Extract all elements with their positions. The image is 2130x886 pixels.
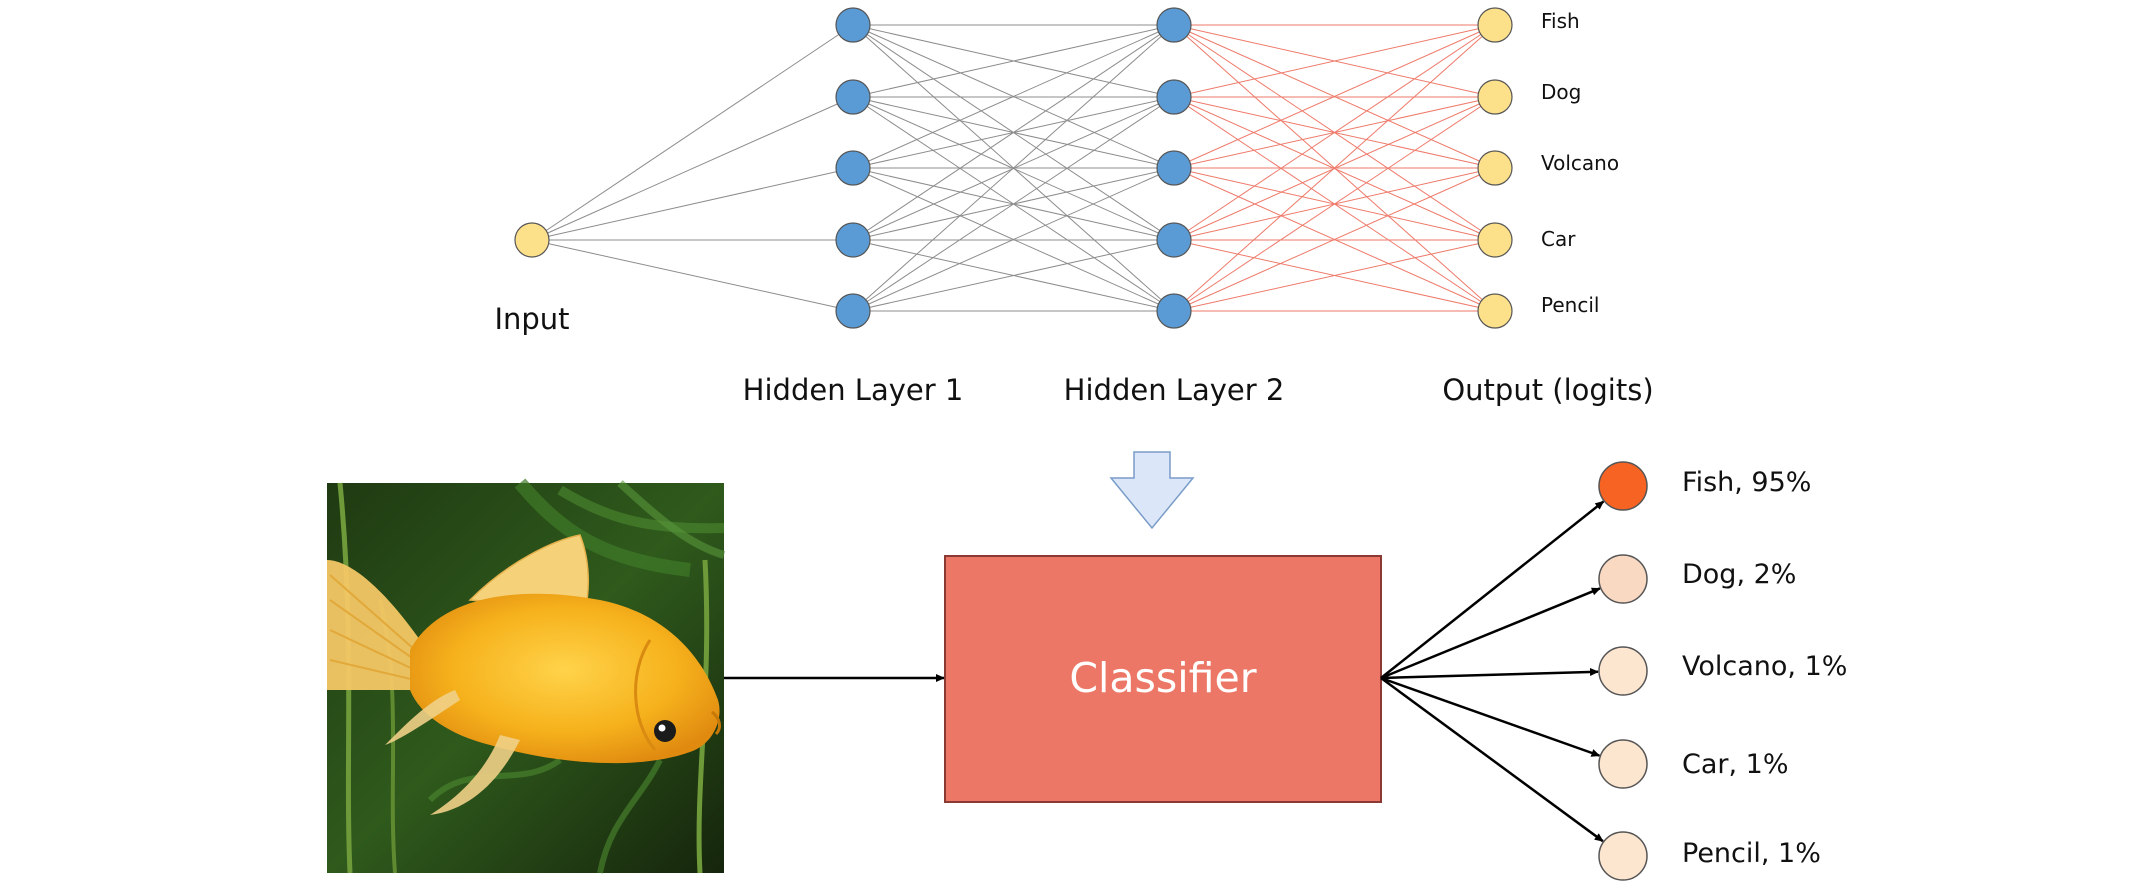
classifier-label: Classifier	[1069, 654, 1256, 702]
hidden-layer-1-node	[835, 222, 871, 258]
hidden-layer-1-label: Hidden Layer 1	[743, 373, 964, 407]
prediction-node-car	[1598, 739, 1648, 789]
classifier-box	[944, 555, 1382, 803]
edge-h2-output	[1173, 167, 1496, 312]
edge-input-h1	[531, 24, 854, 241]
down-arrow-icon	[1109, 451, 1195, 530]
edge-h1-h2	[852, 24, 1175, 241]
prediction-arrow	[1380, 500, 1605, 679]
edge-input-h1	[531, 239, 854, 312]
network-nodes	[514, 7, 1513, 329]
hidden-layer-1-node	[835, 79, 871, 115]
prediction-label-fish: Fish, 95%	[1682, 467, 1811, 498]
edge-h2-output	[1173, 96, 1496, 312]
edge-h2-output	[1173, 24, 1496, 98]
edge-h1-h2	[852, 24, 1175, 98]
edge-h1-h2	[852, 167, 1175, 312]
hidden-layer-1-node	[835, 150, 871, 186]
output-label-pencil: Pencil	[1541, 293, 1599, 317]
output-node-pencil	[1477, 293, 1513, 329]
goldfish-image	[327, 478, 726, 874]
edge-h2-output	[1173, 239, 1496, 312]
prediction-nodes	[1598, 461, 1648, 881]
prediction-node-fish	[1598, 461, 1648, 511]
hidden-layer-2-node	[1156, 293, 1192, 329]
edge-input-h1	[531, 96, 854, 241]
input-label: Input	[494, 302, 569, 336]
output-label-volcano: Volcano	[1541, 151, 1619, 175]
hidden-layer-1-node	[835, 293, 871, 329]
edge-h1-h2	[852, 239, 1175, 312]
prediction-label-dog: Dog, 2%	[1682, 559, 1796, 590]
edge-h2-output	[1173, 24, 1496, 241]
hidden-layer-2-node	[1156, 7, 1192, 43]
prediction-arrow	[1380, 676, 1604, 843]
output-layer-label: Output (logits)	[1442, 373, 1653, 407]
output-label-car: Car	[1541, 227, 1576, 251]
output-label-fish: Fish	[1541, 9, 1580, 33]
prediction-label-volcano: Volcano, 1%	[1682, 651, 1847, 682]
edge-h1-h2	[852, 96, 1175, 312]
prediction-label-car: Car, 1%	[1682, 749, 1789, 780]
prediction-arrow	[1380, 587, 1601, 680]
output-node-car	[1477, 222, 1513, 258]
edge-input-h1	[531, 167, 854, 241]
prediction-node-dog	[1598, 554, 1648, 604]
output-node-dog	[1477, 79, 1513, 115]
output-label-dog: Dog	[1541, 80, 1581, 104]
hidden-layer-1-node	[835, 7, 871, 43]
output-node-fish	[1477, 7, 1513, 43]
hidden-layer-2-node	[1156, 79, 1192, 115]
hidden-layer-2-node	[1156, 222, 1192, 258]
input-node	[514, 222, 550, 258]
prediction-arrow	[1380, 676, 1601, 757]
edge-h2-output	[1173, 24, 1496, 169]
network-edges	[531, 24, 1496, 312]
edge-h1-h2	[852, 24, 1175, 169]
prediction-node-volcano	[1598, 646, 1648, 696]
prediction-label-pencil: Pencil, 1%	[1682, 838, 1821, 869]
prediction-arrow	[1380, 667, 1600, 680]
hidden-layer-2-label: Hidden Layer 2	[1064, 373, 1285, 407]
edge-h2-output	[1173, 24, 1496, 312]
prediction-arrows	[1380, 500, 1605, 843]
output-node-volcano	[1477, 150, 1513, 186]
prediction-node-pencil	[1598, 831, 1648, 881]
edge-h1-h2	[852, 24, 1175, 312]
hidden-layer-2-node	[1156, 150, 1192, 186]
